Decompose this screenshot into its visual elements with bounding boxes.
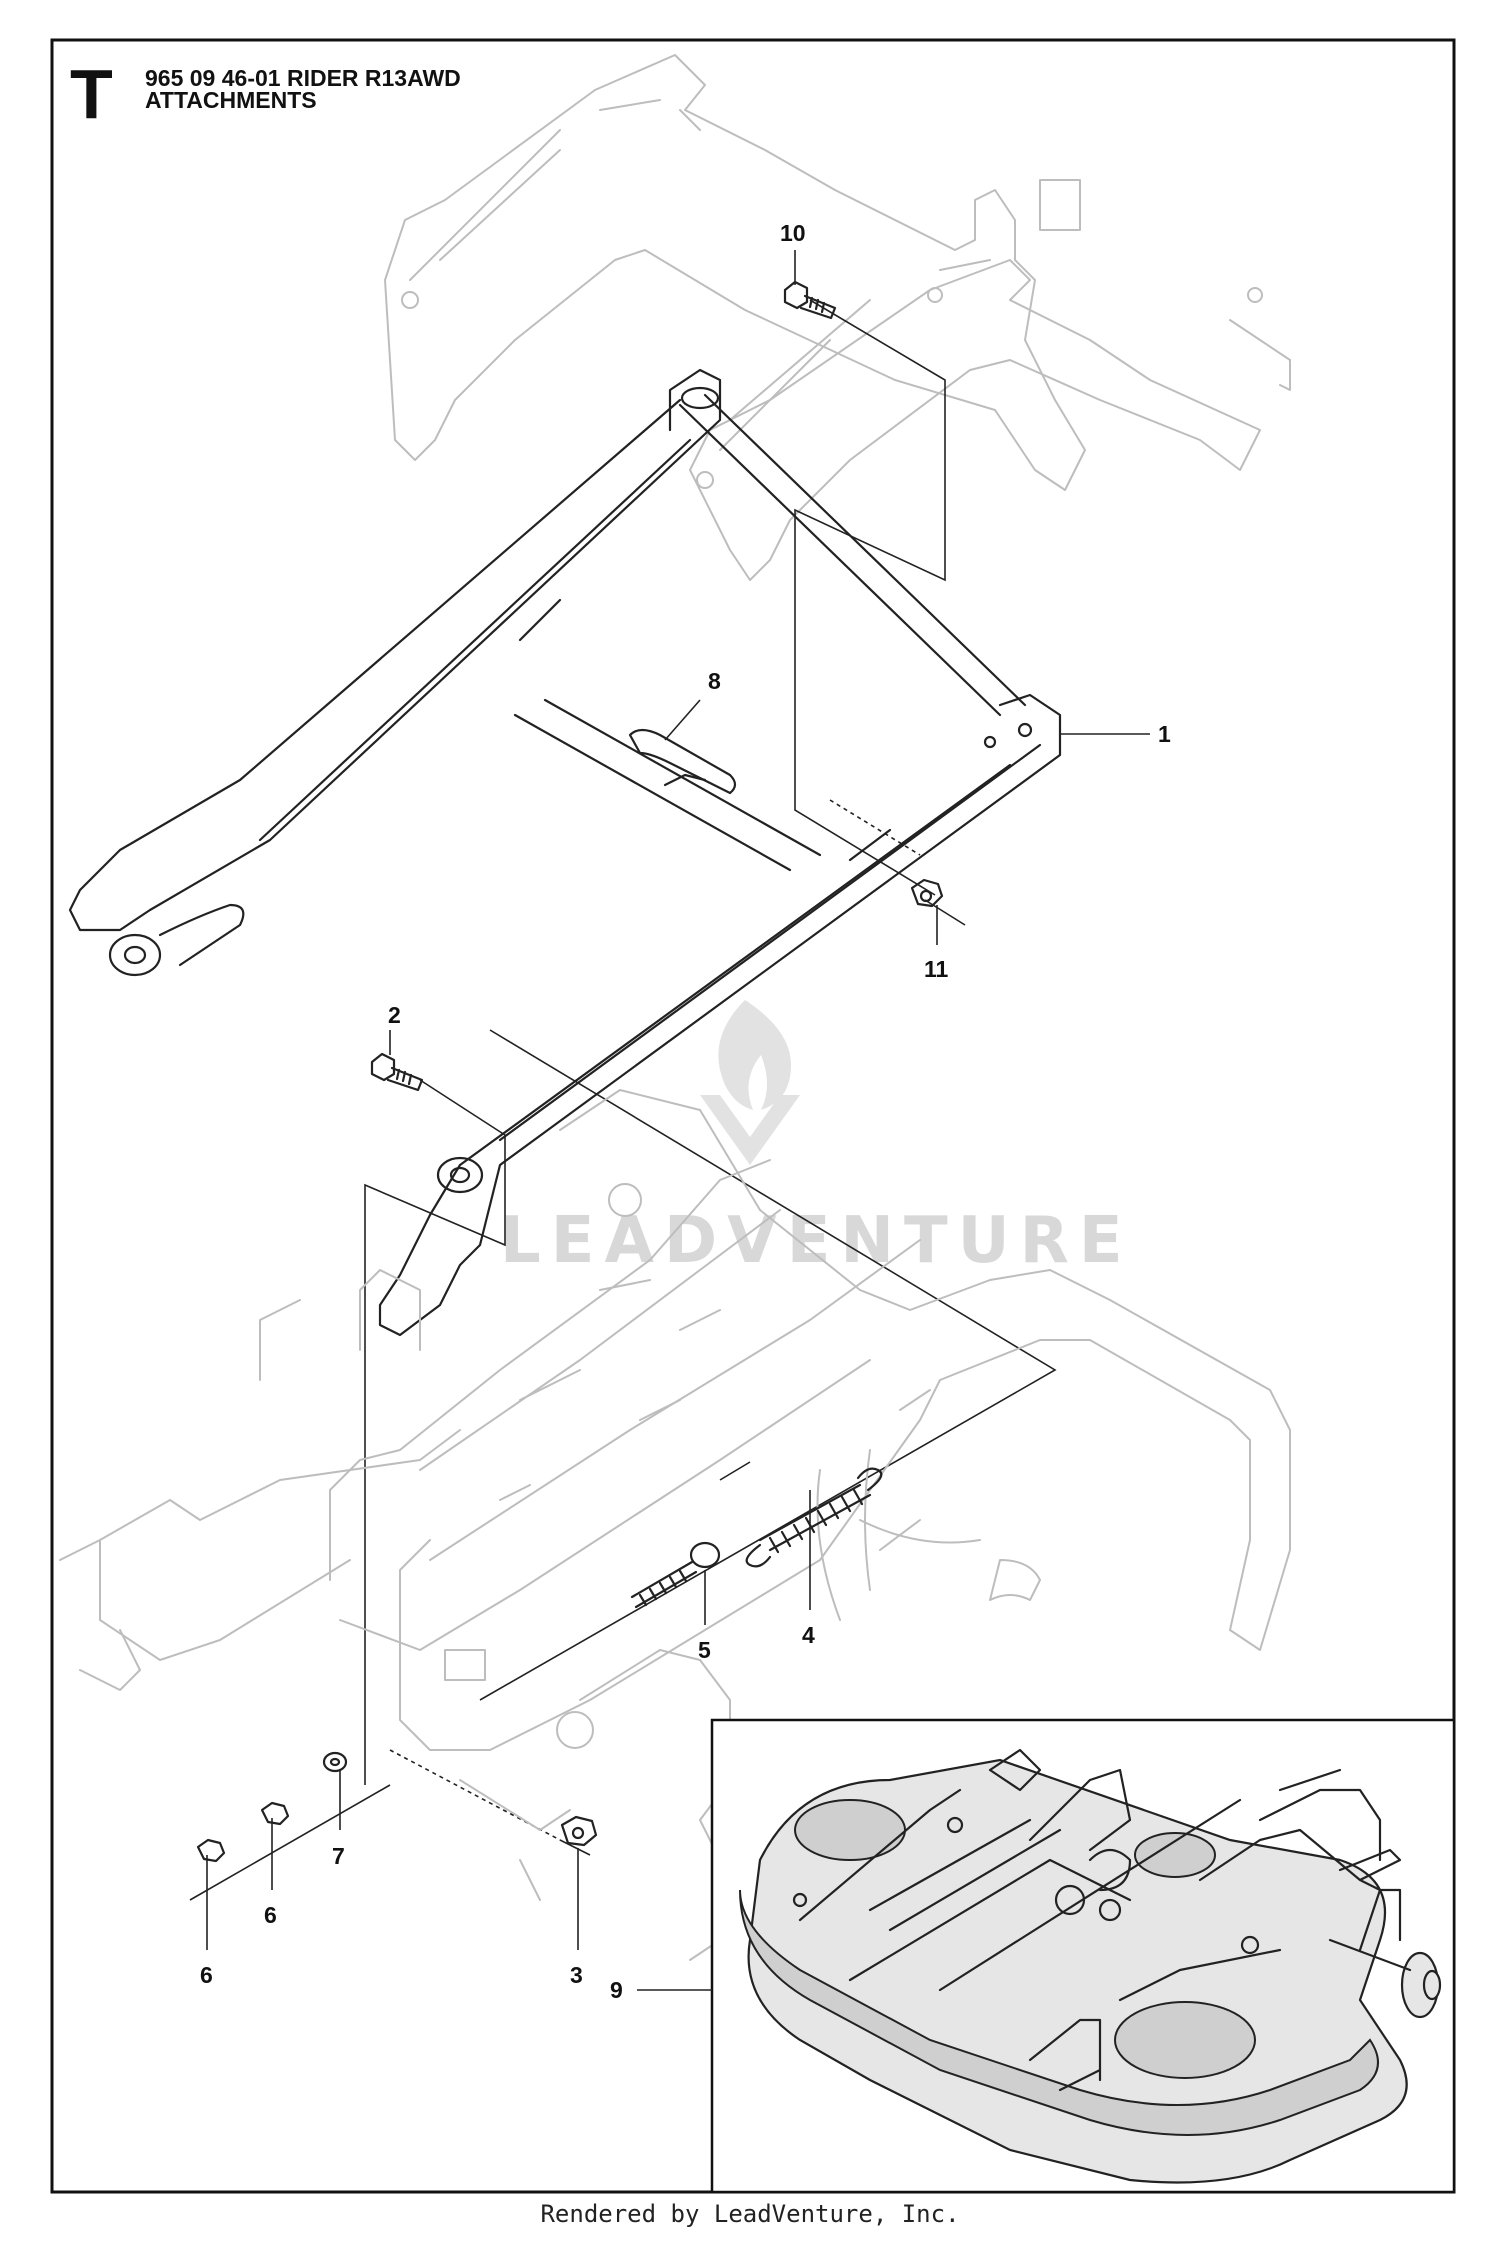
callout-2: 2 [388, 1002, 401, 1028]
callout-6-upper: 6 [264, 1902, 277, 1928]
callout-5: 5 [698, 1637, 711, 1663]
callout-1: 1 [1158, 721, 1171, 747]
mower-deck-illustration [739, 1748, 1442, 2184]
reference-lift-arm-upper [384, 54, 1291, 491]
diagram-title-line1: 965 09 46-01 RIDER R13AWD [145, 65, 461, 91]
spring-with-eye [630, 1541, 721, 1609]
reference-lift-arm-lower [689, 259, 1261, 581]
callout-10: 10 [780, 220, 806, 246]
leadventure-watermark-logo [700, 1000, 800, 1165]
callout-leader-lines [206, 250, 1150, 1991]
assembly-guide-lines [189, 299, 1057, 1901]
diagram-title-line2: ATTACHMENTS [145, 87, 317, 113]
nut-item-6-lower [196, 1838, 226, 1863]
reference-chassis-frame [59, 1089, 1291, 1961]
callout-4: 4 [802, 1622, 815, 1648]
nut-item-3 [560, 1815, 598, 1847]
callout-9: 9 [610, 1977, 623, 2003]
nut-item-6-upper [260, 1801, 290, 1826]
callout-3: 3 [570, 1962, 583, 1988]
watermark-text: LEADVENTURE [500, 1204, 1133, 1278]
callout-6-lower: 6 [200, 1962, 213, 1988]
section-letter: T [70, 55, 113, 133]
bolt-item-2 [370, 1052, 424, 1092]
extension-spring [745, 1467, 883, 1568]
front-lift-frame [68, 368, 1062, 1337]
callout-11: 11 [924, 956, 949, 982]
callout-7: 7 [332, 1843, 345, 1869]
callout-8: 8 [708, 668, 721, 694]
washer-item-7 [322, 1751, 348, 1773]
hairpin-clip [628, 728, 737, 795]
footer-credit: Rendered by LeadVenture, Inc. [540, 2200, 960, 2228]
